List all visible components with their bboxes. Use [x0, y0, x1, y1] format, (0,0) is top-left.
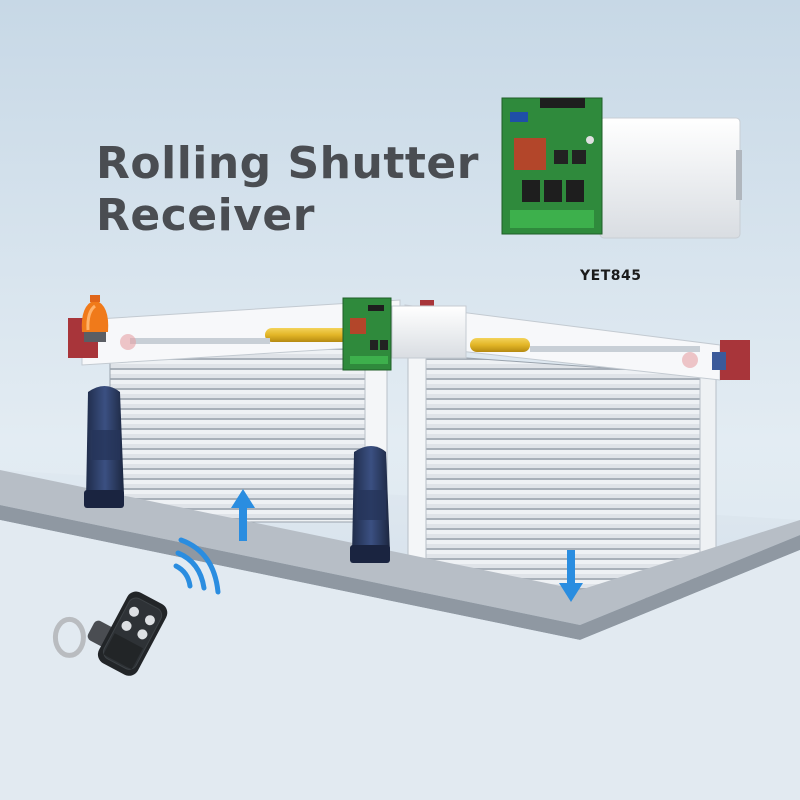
- wireless-signal-icon: [173, 537, 221, 595]
- sensor-right: [350, 446, 390, 563]
- arrow-up-icon: [231, 489, 255, 541]
- arrow-down-icon: [559, 550, 583, 602]
- left-motor: [120, 328, 355, 350]
- remote-control-icon: [52, 591, 168, 676]
- headline-line-1: Rolling Shutter: [96, 138, 479, 189]
- headline-line-2: Receiver: [96, 190, 315, 241]
- sensor-left: [84, 386, 124, 508]
- right-motor: [470, 338, 700, 368]
- mounted-receiver: [342, 297, 467, 371]
- product-photo-receiver: [501, 97, 742, 239]
- warning-lamp-icon: [81, 295, 109, 342]
- product-model-label: YET845: [580, 268, 642, 284]
- right-shutter: [404, 304, 721, 601]
